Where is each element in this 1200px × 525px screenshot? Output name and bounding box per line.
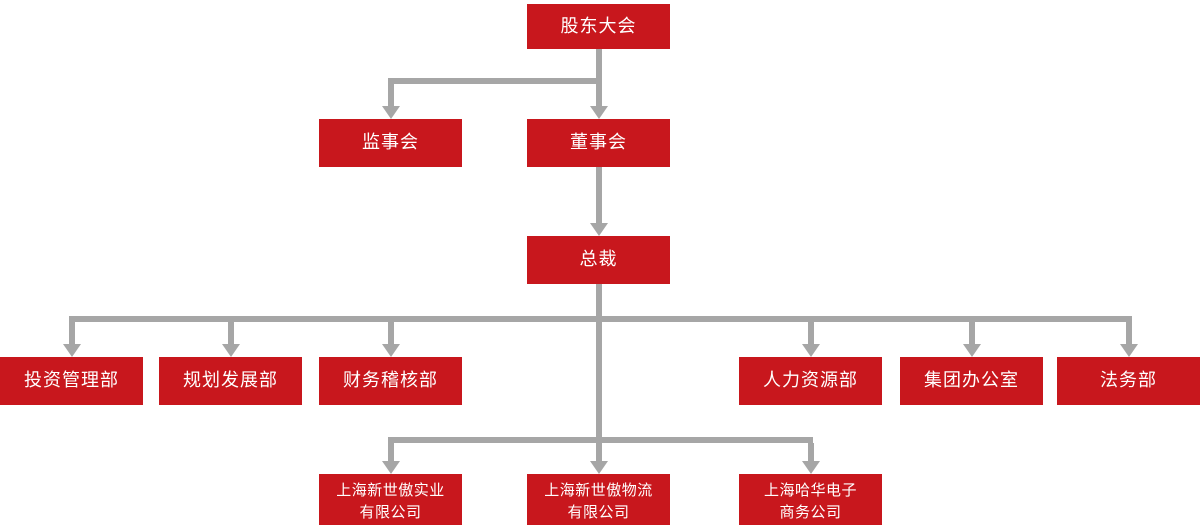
node-president: 总裁 [527,236,670,284]
connector-president-stem [596,284,602,461]
arrow-down-hr-icon [802,344,820,357]
arrow-down-supervisory-icon [382,106,400,119]
node-legal-dept: 法务部 [1057,357,1200,405]
node-shareholders-meeting: 股东大会 [527,4,670,49]
arrow-down-legal-icon [1120,344,1138,357]
arrow-down-office-icon [963,344,981,357]
arrow-down-president-icon [590,223,608,236]
connector-drop-legal [1126,322,1132,344]
connector-branch-supervisory [388,78,602,84]
node-human-resources-dept: 人力资源部 [739,357,882,405]
arrow-down-planning-icon [222,344,240,357]
connector-subsidiaries-rail [388,437,813,443]
arrow-down-board-icon [590,106,608,119]
connector-drop-office [969,322,975,344]
connector-board-president [596,167,602,223]
arrow-down-finance-icon [382,344,400,357]
connector-drop-hr [808,322,814,344]
arrow-down-logistics-icon [590,461,608,474]
node-supervisory-board: 监事会 [319,119,462,167]
node-shanghai-xinshiao-industrial: 上海新世傲实业 有限公司 [319,474,462,525]
arrow-down-ecommerce-icon [802,461,820,474]
node-board-of-directors: 董事会 [527,119,670,167]
connector-drop-planning [228,322,234,344]
node-investment-management-dept: 投资管理部 [0,357,143,405]
arrow-down-industrial-icon [382,461,400,474]
connector-drop-supervisory [388,78,394,106]
arrow-down-investment-icon [63,344,81,357]
connector-drop-finance [388,322,394,344]
node-shanghai-hahua-ecommerce: 上海哈华电子 商务公司 [739,474,882,525]
connector-departments-rail [69,316,1132,322]
node-planning-development-dept: 规划发展部 [159,357,302,405]
node-group-office: 集团办公室 [900,357,1043,405]
connector-drop-investment [69,322,75,344]
connector-drop-ecommerce [808,443,814,461]
node-finance-audit-dept: 财务稽核部 [319,357,462,405]
connector-shareholders-stem [596,49,602,106]
connector-drop-industrial [388,443,394,461]
node-shanghai-xinshiao-logistics: 上海新世傲物流 有限公司 [527,474,670,525]
